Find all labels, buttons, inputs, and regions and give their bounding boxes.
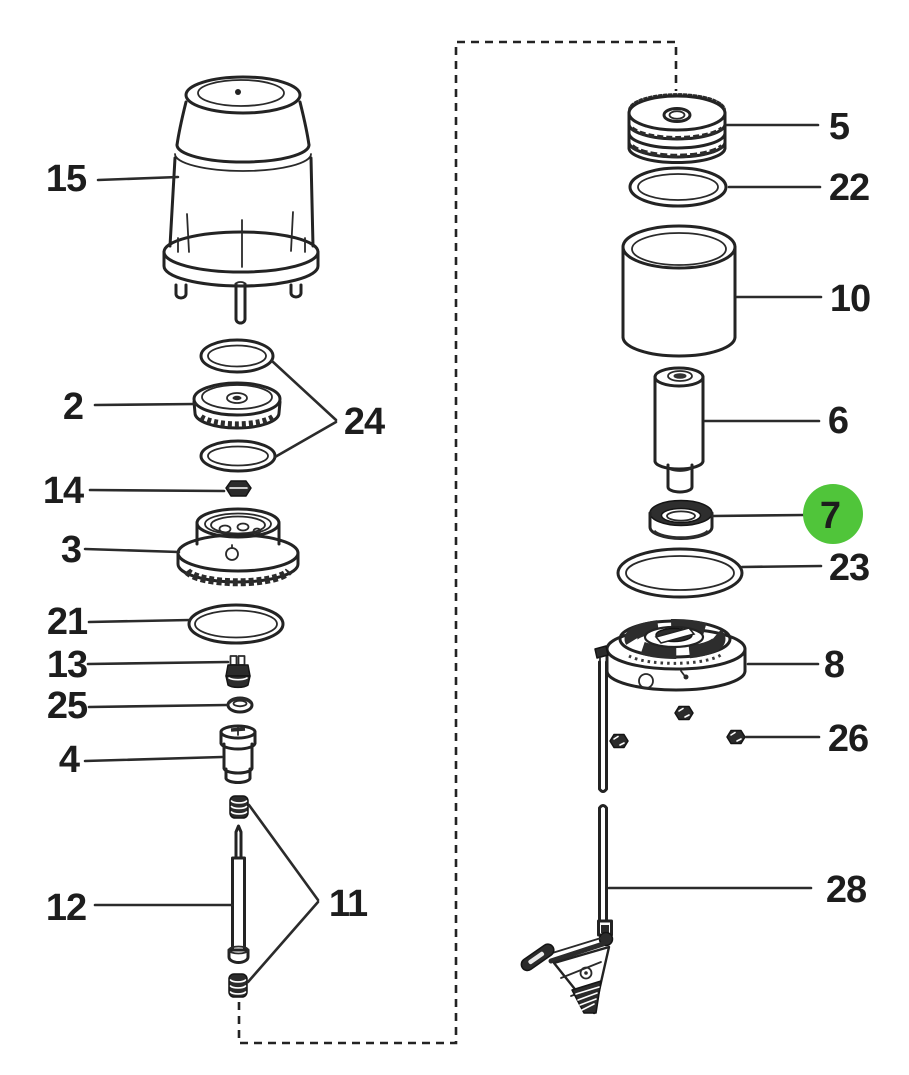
callout-12-label: 12 — [46, 887, 86, 929]
part-7-seal-cup — [648, 499, 714, 540]
part-8-pump-base — [594, 619, 747, 692]
callout-14-label: 14 — [43, 470, 84, 512]
part-12-rod — [227, 824, 250, 964]
callout-22-label: 22 — [829, 167, 869, 209]
leader-line-14 — [88, 488, 226, 493]
part-24-oring-upper — [199, 338, 275, 374]
part-13-valve — [225, 655, 251, 689]
part-23-oring — [616, 547, 744, 599]
callout-2-label: 2 — [63, 386, 83, 428]
leader-line-24 — [270, 359, 338, 459]
part-28-pedal-rod — [520, 660, 614, 1015]
callout-labels: 15 2 24 14 3 21 13 25 4 12 11 5 22 10 6 … — [43, 106, 871, 929]
dashed-connector-line — [237, 40, 678, 1045]
callout-23-label: 23 — [829, 547, 869, 589]
leader-line-11 — [246, 803, 320, 984]
part-3-cap-assembly — [176, 507, 300, 587]
callout-15-label: 15 — [46, 158, 87, 200]
leader-line-25 — [87, 703, 229, 709]
part-25-washer — [226, 696, 254, 714]
callout-10-label: 10 — [830, 278, 870, 320]
leader-line-23 — [740, 564, 823, 569]
part-10-cylinder-cup — [621, 224, 737, 358]
part-21-oring — [187, 603, 285, 645]
callout-25-label: 25 — [47, 685, 88, 727]
part-15-bell-housing — [162, 75, 320, 325]
leader-line-4 — [83, 755, 224, 763]
leader-line-3 — [83, 547, 181, 554]
callout-24-label: 24 — [344, 401, 385, 443]
part-22-oring — [628, 166, 728, 208]
callout-3-label: 3 — [61, 529, 81, 571]
callout-11-label: 11 — [329, 883, 368, 925]
leader-line-2 — [93, 402, 198, 407]
part-24-oring-lower — [199, 439, 277, 473]
part-6-plunger — [653, 366, 705, 494]
part-11-spring-lower — [228, 973, 248, 998]
callout-6-label: 6 — [828, 400, 848, 442]
callout-5-label: 5 — [829, 106, 850, 148]
callout-26-label: 26 — [828, 718, 868, 760]
part-11-spring-upper — [229, 795, 249, 819]
callout-8-label: 8 — [824, 644, 844, 686]
leader-lines — [83, 123, 823, 984]
leader-line-21 — [87, 618, 192, 624]
callout-7-label: 7 — [820, 495, 840, 537]
part-26-nuts — [609, 705, 746, 749]
leader-line-13 — [86, 660, 230, 666]
part-2-disc — [192, 381, 282, 430]
callout-13-label: 13 — [47, 644, 87, 686]
part-5-grooved-piston — [627, 93, 727, 164]
part-4-cylinder — [219, 724, 257, 784]
leader-line-15 — [96, 175, 180, 182]
callout-4-label: 4 — [59, 739, 80, 781]
leader-line-7 — [711, 513, 806, 518]
part-14-nut — [225, 480, 252, 497]
callout-28-label: 28 — [826, 869, 866, 911]
callout-21-label: 21 — [47, 601, 88, 643]
highlight-circle-part-7 — [803, 484, 863, 544]
